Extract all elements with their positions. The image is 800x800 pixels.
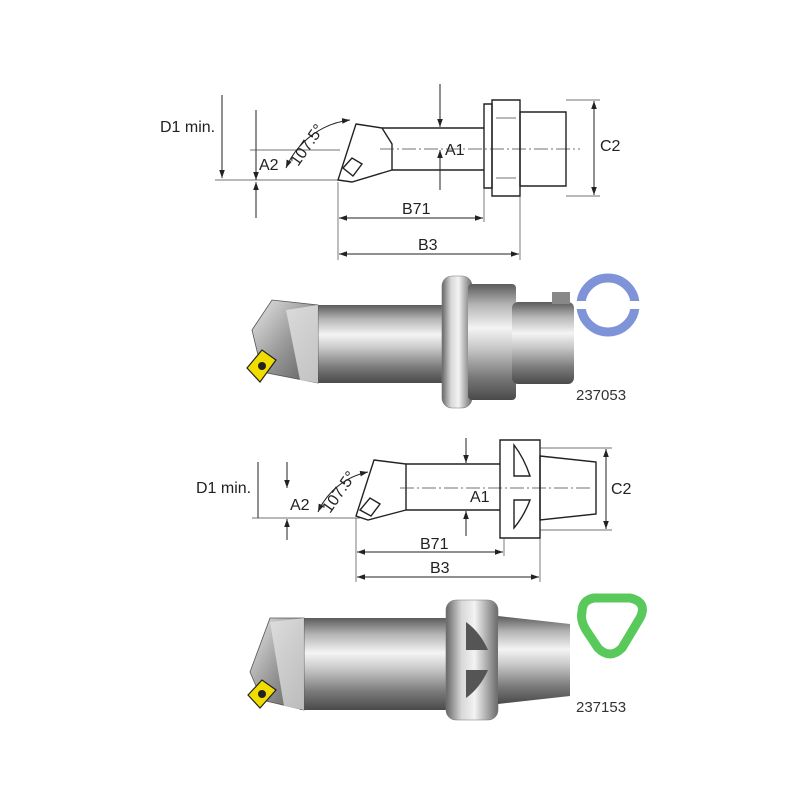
insert-icon [247,679,277,709]
collar-outline [491,99,521,197]
ring-icon [576,273,640,337]
coupling-slot-bottom [513,499,532,530]
hsk-drive-key [552,292,570,304]
b71-label: B71 [420,536,449,553]
tool-head-outline [355,459,407,521]
product-code: 237053 [576,387,626,404]
polygon-taper-outline [539,455,597,521]
capto-polygon-taper [498,616,570,704]
hsk-taper [512,302,574,384]
a2-label: A2 [259,157,279,174]
hsk-flange [441,275,473,409]
angle-arc [285,118,351,169]
c2-label: C2 [611,481,632,498]
capto-slot-top [466,622,488,650]
flange-outline [483,103,493,189]
a1-label: A1 [470,489,490,506]
insert-outline [341,157,364,177]
cutting-head-face [270,618,304,710]
technical-drawing-2: D1 min. A2 107.5° A1 C2 B71 [196,438,632,582]
a2-label: A2 [290,497,310,514]
technical-drawing-1: D1 min. A2 107.5° A1 C2 [160,84,621,260]
insert-icon [246,349,277,383]
cutting-head-face [286,305,318,383]
product-render-2: 237153 [247,593,647,721]
capto-slot-bottom [466,670,488,698]
hsk-collar [468,284,516,400]
angle-label: 107.5° [319,469,360,517]
b3-label: B3 [418,237,438,254]
tool-head-outline [337,123,393,183]
coupling-slot-top [513,442,531,477]
capto-flange [445,599,499,721]
boring-bar-shank [300,618,460,710]
c2-label: C2 [600,138,621,155]
a1-label: A1 [445,142,465,159]
product-code: 237153 [576,699,626,716]
angle-arc [317,470,369,513]
d1-label: D1 min. [196,480,251,497]
b71-label: B71 [402,201,431,218]
b3-label: B3 [430,560,450,577]
angle-label: 107.5° [287,122,328,170]
taper-outline [519,111,567,187]
insert-outline [358,497,382,517]
triangular-ring-icon [577,593,647,659]
product-render-1: 237053 [246,273,640,409]
d1-label: D1 min. [160,119,215,136]
boring-bar-shank [316,305,456,383]
